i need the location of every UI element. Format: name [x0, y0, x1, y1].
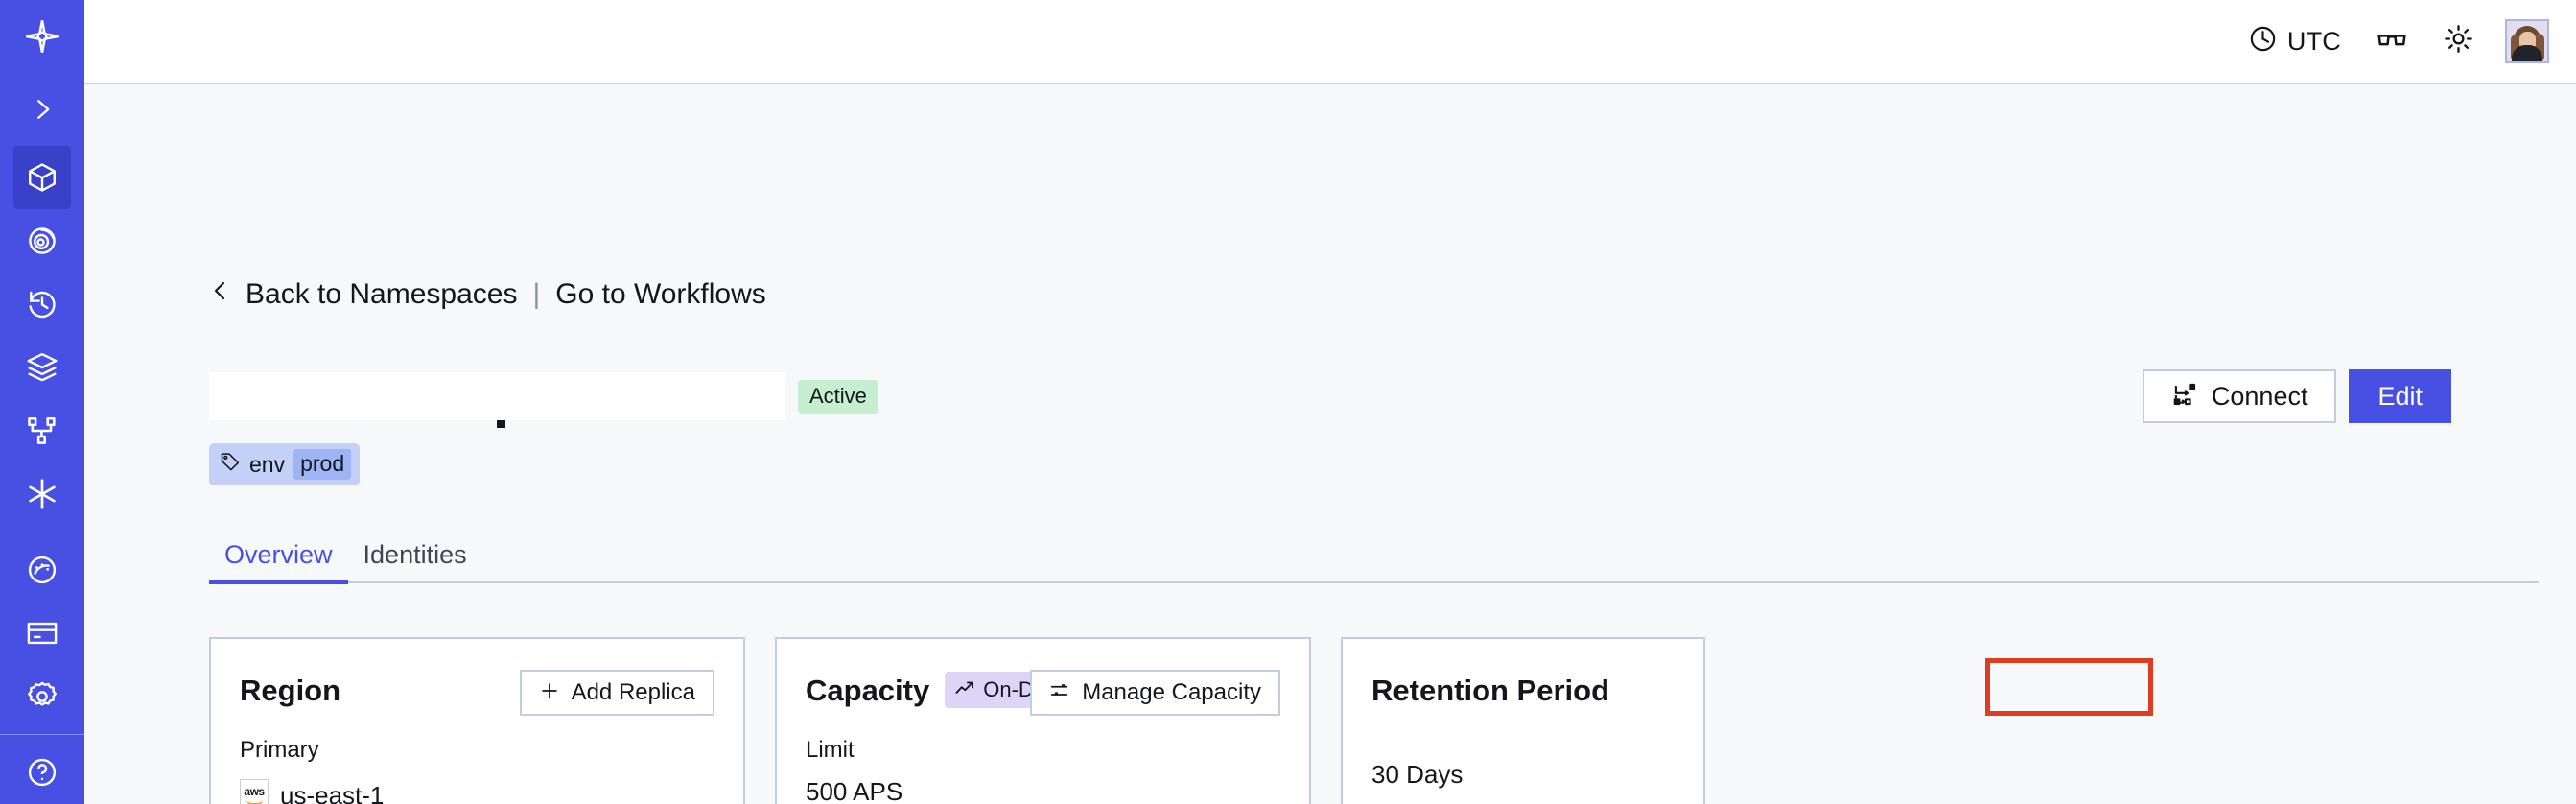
breadcrumb-separator: |	[532, 278, 541, 310]
timezone-selector[interactable]: UTC	[2231, 14, 2358, 68]
region-primary-label: Primary	[240, 737, 319, 763]
clock-icon	[2248, 24, 2278, 59]
retention-card-head: Retention Period	[1371, 666, 1674, 714]
credit-card-icon	[25, 616, 59, 650]
region-card-title: Region	[240, 673, 341, 707]
plus-icon	[539, 680, 560, 706]
temporal-logo-icon	[23, 17, 61, 56]
trend-up-icon	[954, 677, 975, 702]
sliders-icon	[1049, 680, 1070, 706]
tab-overview[interactable]: Overview	[209, 542, 348, 584]
aws-icon-swoosh	[246, 799, 263, 804]
sun-icon	[2443, 23, 2474, 59]
chevron-left-icon	[209, 276, 232, 313]
sidebar-item-usage[interactable]	[13, 538, 71, 602]
header-actions: Connect Edit	[2142, 369, 2451, 423]
chevron-right-icon	[28, 95, 57, 124]
sidebar-item-history[interactable]	[13, 272, 71, 336]
connect-flow-icon	[2171, 381, 2198, 413]
sidebar-item-observability[interactable]	[13, 209, 71, 272]
tab-identities[interactable]: Identities	[363, 540, 467, 569]
clock-rewind-icon	[25, 287, 59, 321]
tag-key: env	[249, 451, 286, 477]
glasses-icon	[2376, 23, 2408, 60]
sidebar-item-billing[interactable]	[13, 602, 71, 665]
sidebar-item-workflows[interactable]	[13, 399, 71, 462]
sidebar-item-integrations[interactable]	[13, 462, 71, 526]
capacity-card-title: Capacity	[806, 673, 930, 707]
asterisk-icon	[24, 476, 60, 512]
manage-capacity-button[interactable]: Manage Capacity	[1030, 670, 1280, 716]
avatar[interactable]	[2505, 19, 2549, 63]
breadcrumb: Back to Namespaces | Go to Workflows	[209, 276, 766, 313]
tag-env[interactable]: env prod	[209, 443, 361, 485]
topbar: UTC	[84, 0, 2576, 84]
connect-label: Connect	[2211, 381, 2308, 411]
capacity-limit-label: Limit	[806, 737, 855, 763]
status-badge: Active	[798, 379, 878, 414]
namespace-title-descender	[497, 420, 505, 428]
reader-mode-button[interactable]	[2358, 23, 2425, 60]
region-value-text: us-east-1	[280, 781, 385, 804]
avatar-body	[2512, 45, 2542, 61]
overview-cards: Region Add Replica Primary	[209, 637, 1705, 804]
namespace-header: Active	[209, 363, 2451, 430]
cube-icon	[25, 160, 59, 195]
app-logo[interactable]	[0, 0, 84, 73]
region-primary-value: aws us-east-1	[240, 779, 714, 804]
tag-value: prod	[293, 449, 352, 480]
aws-icon: aws	[240, 779, 269, 804]
help-circle-icon	[25, 755, 59, 790]
namespace-title	[209, 372, 785, 428]
sidebar-divider-2	[0, 733, 84, 735]
manage-capacity-highlight	[1985, 658, 2153, 716]
region-card-head: Region	[240, 666, 714, 714]
go-to-workflows-link[interactable]: Go to Workflows	[555, 278, 766, 310]
retention-value: 30 Days	[1371, 760, 1464, 789]
main-panel: Back to Namespaces | Go to Workflows Act…	[84, 84, 2576, 804]
tag-icon	[220, 451, 241, 478]
gear-icon	[25, 679, 59, 714]
timezone-label: UTC	[2286, 26, 2341, 56]
namespace-tags: env prod	[209, 443, 361, 485]
add-replica-button[interactable]: Add Replica	[519, 670, 714, 716]
aws-icon-text: aws	[244, 785, 265, 798]
tab-bar: Overview Identities	[209, 526, 2539, 584]
back-to-namespaces-link[interactable]: Back to Namespaces	[209, 276, 517, 313]
capacity-card: Capacity On-Demand	[775, 637, 1311, 804]
region-card: Region Add Replica Primary	[209, 637, 745, 804]
eye-spiral-icon	[25, 224, 59, 258]
sidebar-item-layers[interactable]	[13, 336, 71, 399]
back-label: Back to Namespaces	[246, 278, 518, 310]
content-area: UTC	[84, 0, 2576, 804]
retention-card-title: Retention Period	[1371, 673, 1610, 707]
manage-capacity-label: Manage Capacity	[1082, 679, 1261, 705]
add-replica-label: Add Replica	[571, 679, 695, 705]
retention-card: Retention Period 30 Days	[1341, 637, 1705, 804]
sidebar	[0, 0, 84, 804]
capacity-limit-value: 500 APS	[806, 777, 903, 804]
sidebar-item-namespaces[interactable]	[13, 145, 71, 209]
sidebar-item-help[interactable]	[13, 741, 71, 804]
sidebar-expand-button[interactable]	[0, 73, 84, 146]
connect-button[interactable]: Connect	[2142, 369, 2337, 423]
theme-toggle-button[interactable]	[2425, 23, 2492, 59]
edit-button[interactable]: Edit	[2349, 369, 2451, 423]
sidebar-item-settings[interactable]	[13, 665, 71, 728]
git-branch-icon	[25, 414, 59, 448]
layers-icon	[25, 350, 59, 385]
gauge-icon	[25, 553, 59, 587]
